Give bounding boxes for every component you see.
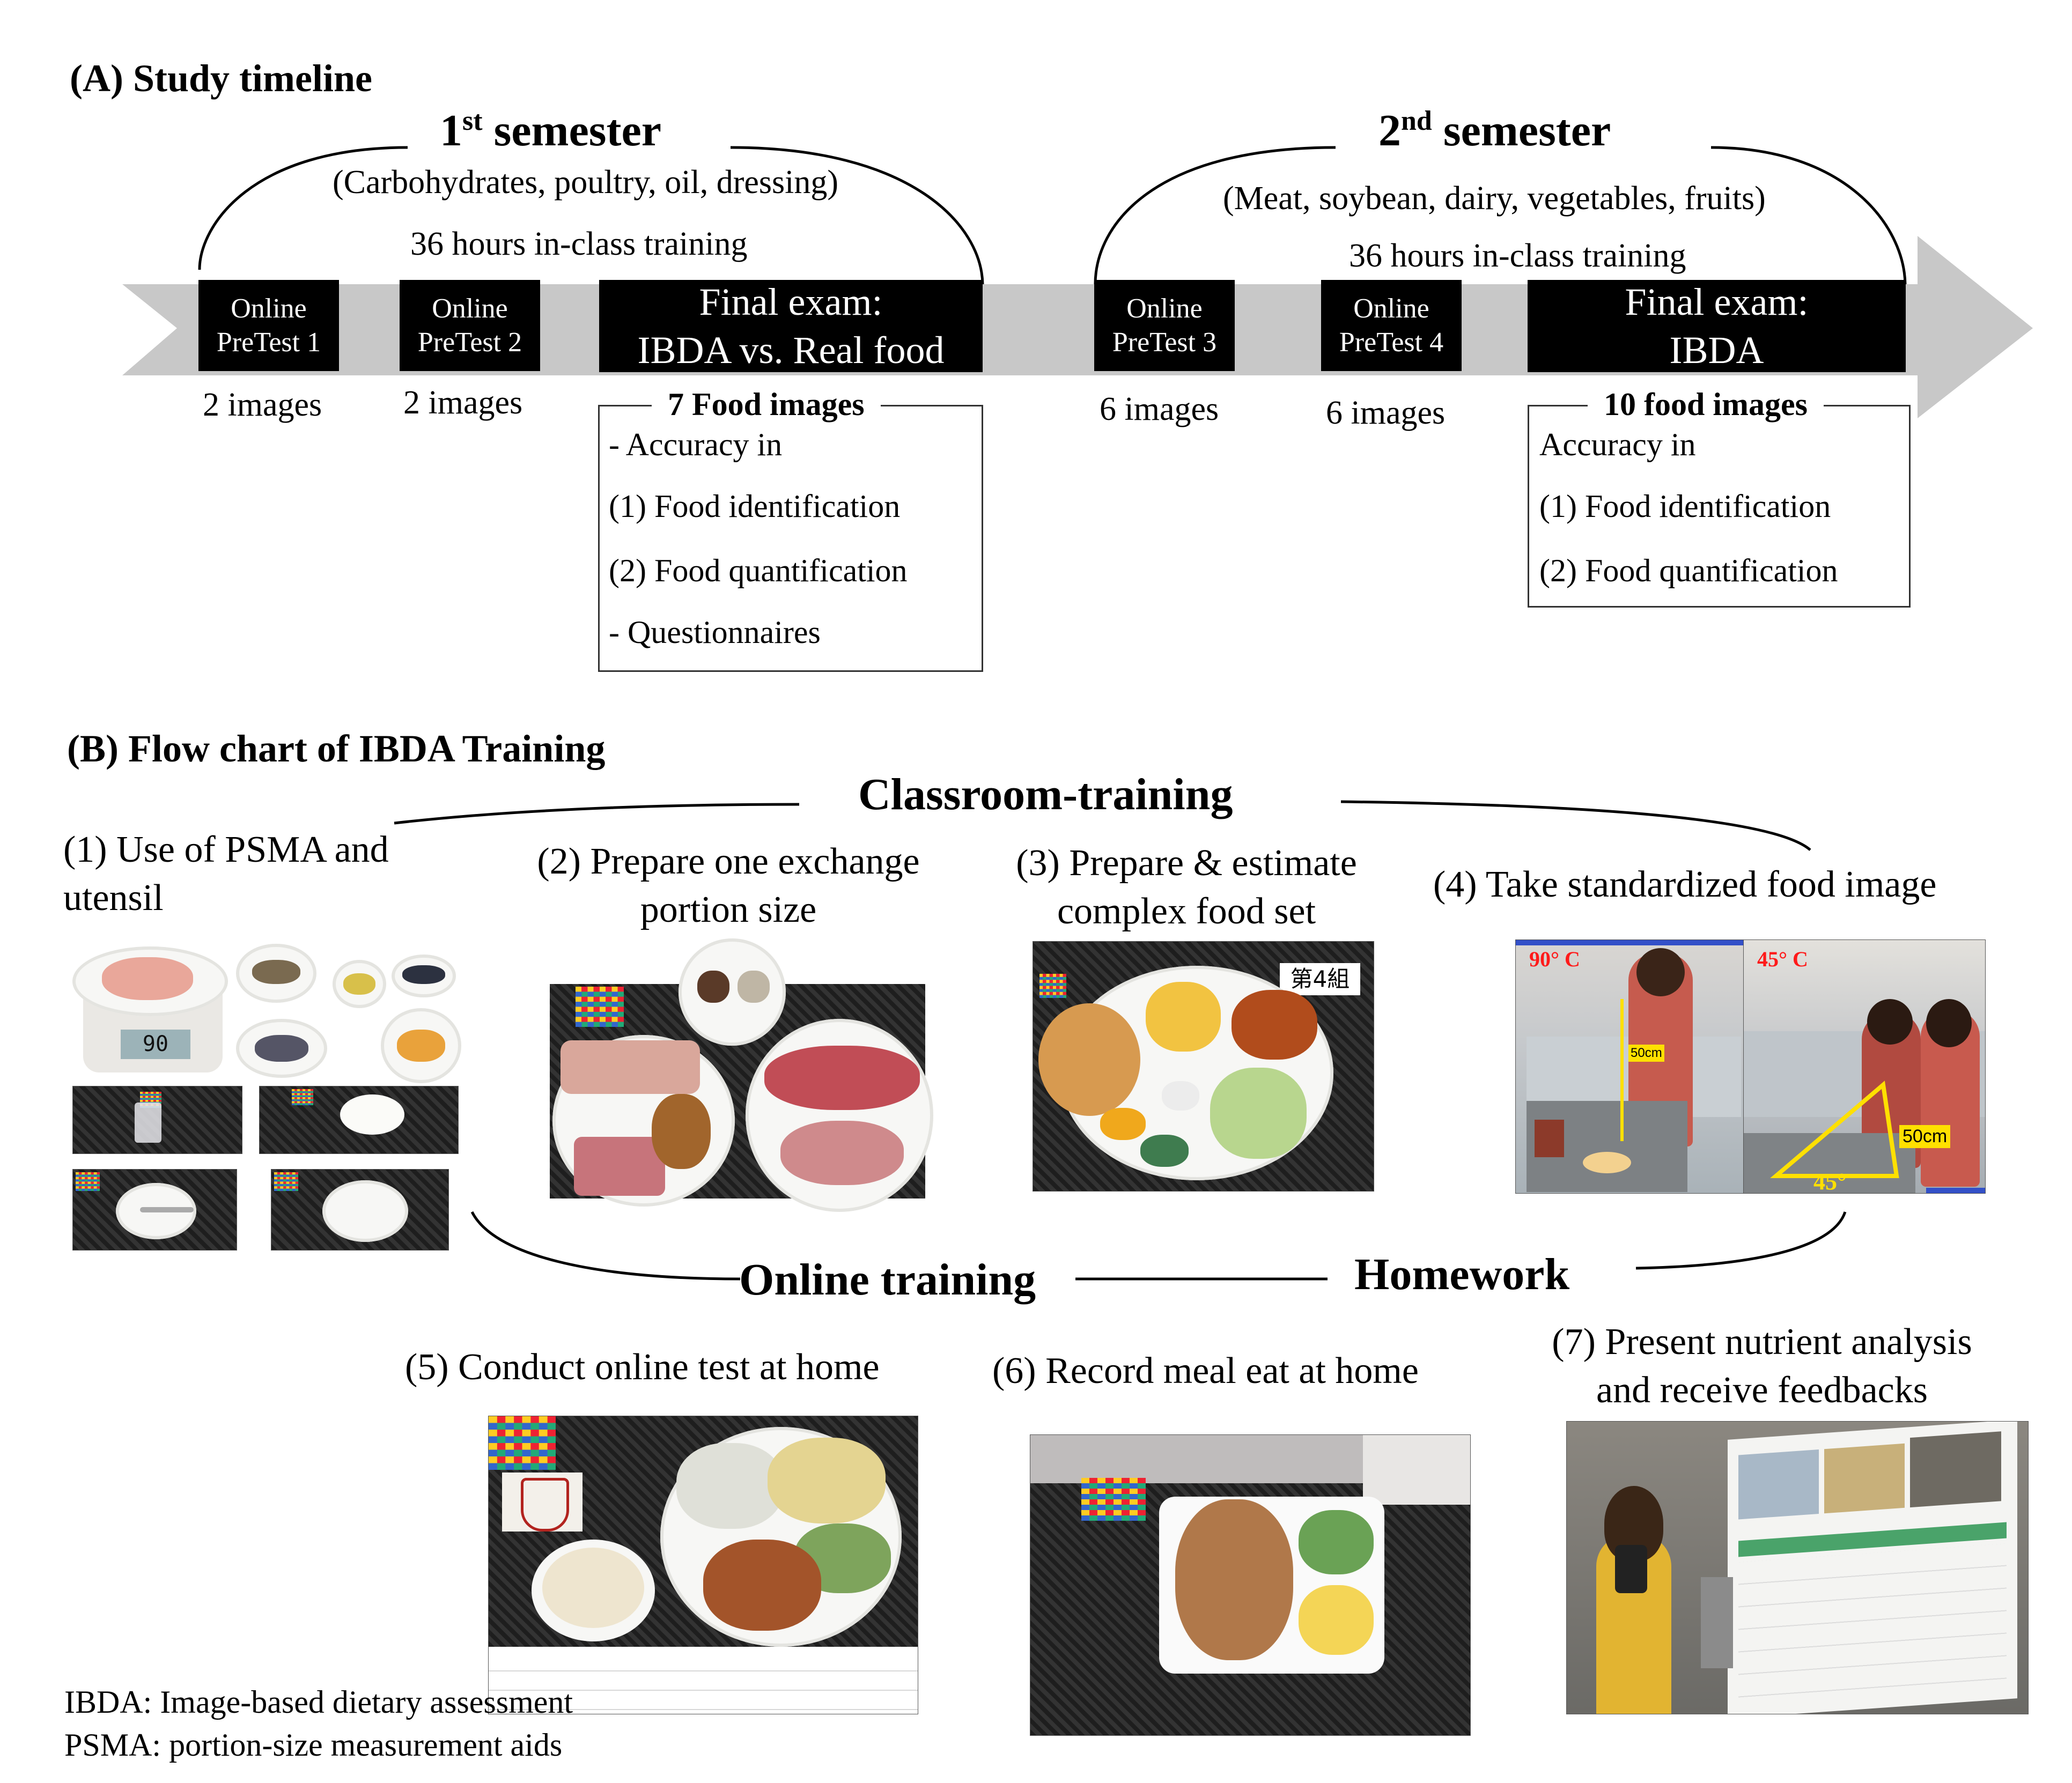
step6-caption: (6) Record meal eat at home bbox=[992, 1350, 1419, 1392]
psma-photo: 90 bbox=[70, 944, 464, 1083]
final-exam1-line: - Questionnaires bbox=[609, 615, 821, 650]
semester1-heading: 1st semester bbox=[440, 106, 662, 156]
online-homework-curve bbox=[470, 1211, 1847, 1281]
final-exam2-line: (2) Food quantification bbox=[1539, 553, 1838, 588]
home-meal-photo bbox=[1030, 1434, 1471, 1736]
final-exam2-detail-title: 10 food images bbox=[1588, 386, 1824, 423]
online-training-label: Online training bbox=[739, 1255, 1036, 1305]
step5-caption: (5) Conduct online test at home bbox=[405, 1347, 880, 1388]
semester1-topics: (Carbohydrates, poultry, oil, dressing) bbox=[333, 164, 839, 201]
chicken-food-icon bbox=[102, 957, 193, 1000]
semester2-hours: 36 hours in-class training bbox=[1349, 238, 1686, 274]
spoon-icon bbox=[140, 1207, 194, 1212]
semester2-arc bbox=[1094, 146, 1907, 285]
semester1-arc bbox=[198, 146, 984, 285]
homework-label: Homework bbox=[1354, 1249, 1570, 1299]
rice-bowl bbox=[542, 1548, 644, 1628]
spoon-plate-photo bbox=[72, 1169, 237, 1251]
bowl-icon bbox=[340, 1094, 404, 1135]
section-b-title: (B) Flow chart of IBDA Training bbox=[67, 727, 606, 770]
pretest1-images: 2 images bbox=[203, 387, 322, 423]
group-tag: 第4組 bbox=[1280, 963, 1360, 995]
final-exam2-line: (1) Food identification bbox=[1539, 489, 1831, 524]
pretest4-images: 6 images bbox=[1326, 395, 1446, 431]
exchange-portion-photo bbox=[550, 938, 936, 1217]
final-exam1-line: (1) Food identification bbox=[609, 489, 901, 524]
classroom-curve bbox=[394, 800, 1811, 851]
final-exam1-line: - Accuracy in bbox=[609, 427, 783, 462]
angle-label-45: 45° C bbox=[1757, 947, 1808, 971]
projector-screen bbox=[1728, 1422, 2017, 1714]
final-exam1-box: Final exam:IBDA vs. Real food bbox=[599, 280, 983, 372]
semester1-hours: 36 hours in-class training bbox=[410, 226, 748, 262]
online-test-photo bbox=[488, 1416, 918, 1714]
image-45-degree-photo: 50cm 45° 45° C bbox=[1743, 939, 1986, 1194]
timeline-arrow bbox=[122, 236, 2033, 418]
final-exam2-line: Accuracy in bbox=[1539, 427, 1696, 462]
footnote-ibda: IBDA: Image-based dietary assessment bbox=[64, 1684, 573, 1720]
glass-on-mat-photo bbox=[72, 1086, 242, 1154]
step4-caption: (4) Take standardized food image bbox=[1433, 864, 1937, 905]
final-exam1-line: (2) Food quantification bbox=[609, 553, 908, 588]
angle-triangle bbox=[1770, 1081, 1899, 1178]
burger-icon bbox=[1038, 1003, 1140, 1116]
scale-display: 90 bbox=[121, 1030, 190, 1059]
glass-icon bbox=[135, 1103, 161, 1143]
section-a-title: (A) Study timeline bbox=[70, 57, 372, 100]
semester2-heading: 2nd semester bbox=[1378, 106, 1611, 156]
final-exam2-box: Final exam:IBDA bbox=[1528, 280, 1906, 372]
school-logo bbox=[502, 1473, 582, 1532]
pretest2-images: 2 images bbox=[403, 384, 523, 421]
bowl-on-mat-photo bbox=[259, 1086, 459, 1154]
distance-label-45: 50cm bbox=[1899, 1125, 1951, 1148]
plate-on-mat-photo bbox=[271, 1169, 449, 1251]
answer-table bbox=[489, 1652, 918, 1714]
distance-label-90: 50cm bbox=[1628, 1045, 1664, 1062]
final-exam1-detail-title: 7 Food images bbox=[652, 386, 881, 423]
angle-mark-45: 45° bbox=[1813, 1168, 1847, 1194]
angle-label-90: 90° C bbox=[1529, 947, 1580, 971]
semester2-topics: (Meat, soybean, dairy, vegetables, fruit… bbox=[1223, 180, 1766, 217]
classroom-training-label: Classroom-training bbox=[858, 770, 1233, 819]
presentation-photo bbox=[1566, 1421, 2029, 1714]
height-marker-line bbox=[1620, 999, 1624, 1141]
image-90-degree-photo: 50cm 90° C bbox=[1515, 939, 1744, 1194]
complex-food-photo: 第4組 bbox=[1033, 941, 1374, 1192]
footnote-psma: PSMA: portion-size measurement aids bbox=[64, 1727, 563, 1763]
pretest3-images: 6 images bbox=[1100, 391, 1219, 427]
